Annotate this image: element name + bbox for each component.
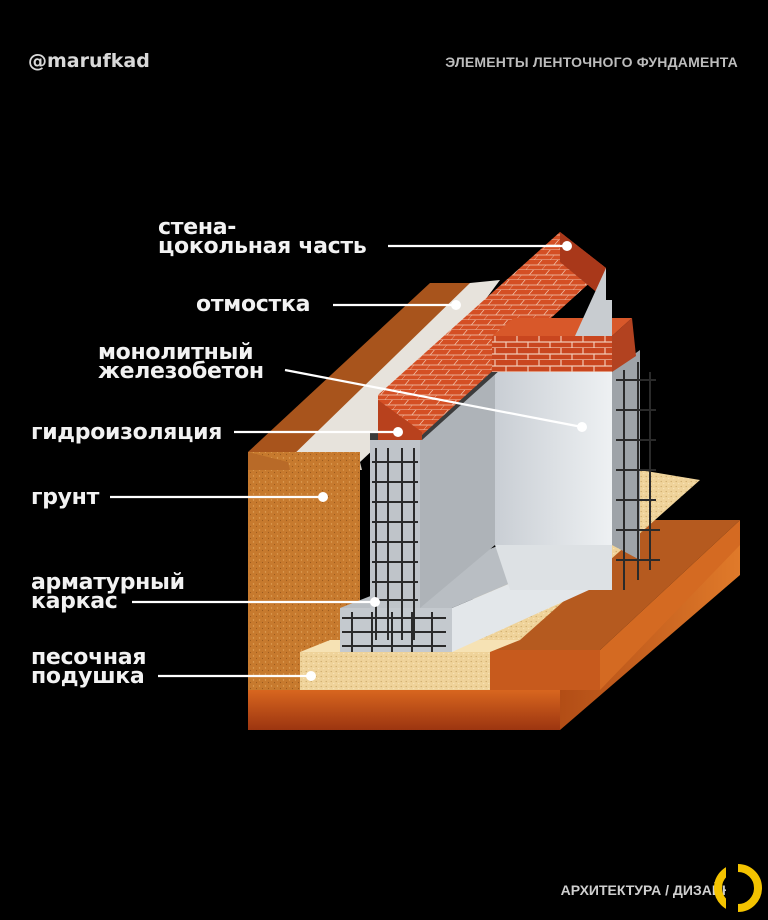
label-wall: стена- цокольная часть — [158, 215, 367, 259]
concrete-wall-side — [420, 370, 495, 608]
brick-wall-block — [492, 336, 612, 372]
label-blind-area: отмостка — [196, 292, 311, 317]
label-soil: грунт — [31, 485, 100, 510]
label-rebar: арматурный каркас — [31, 570, 185, 614]
soil-base-front — [248, 690, 560, 730]
sand-cushion — [300, 652, 490, 690]
rebar-cage — [342, 362, 660, 652]
label-waterproofing: гидроизоляция — [31, 420, 223, 445]
brand-logo-icon — [714, 864, 762, 912]
footer-caption: АРХИТЕКТУРА / ДИЗАЙН — [560, 882, 732, 898]
label-concrete: монолитный железобетон — [98, 340, 264, 384]
page-title: ЭЛЕМЕНТЫ ЛЕНТОЧНОГО ФУНДАМЕНТА — [445, 54, 738, 70]
label-sand: песочная подушка — [31, 645, 147, 689]
leader-dots — [306, 241, 587, 681]
author-handle: @marufkad — [28, 50, 150, 72]
leader-lines — [110, 244, 583, 678]
concrete-block-face — [495, 370, 612, 545]
brick-wall-top — [378, 232, 606, 435]
blind-area — [286, 280, 500, 462]
